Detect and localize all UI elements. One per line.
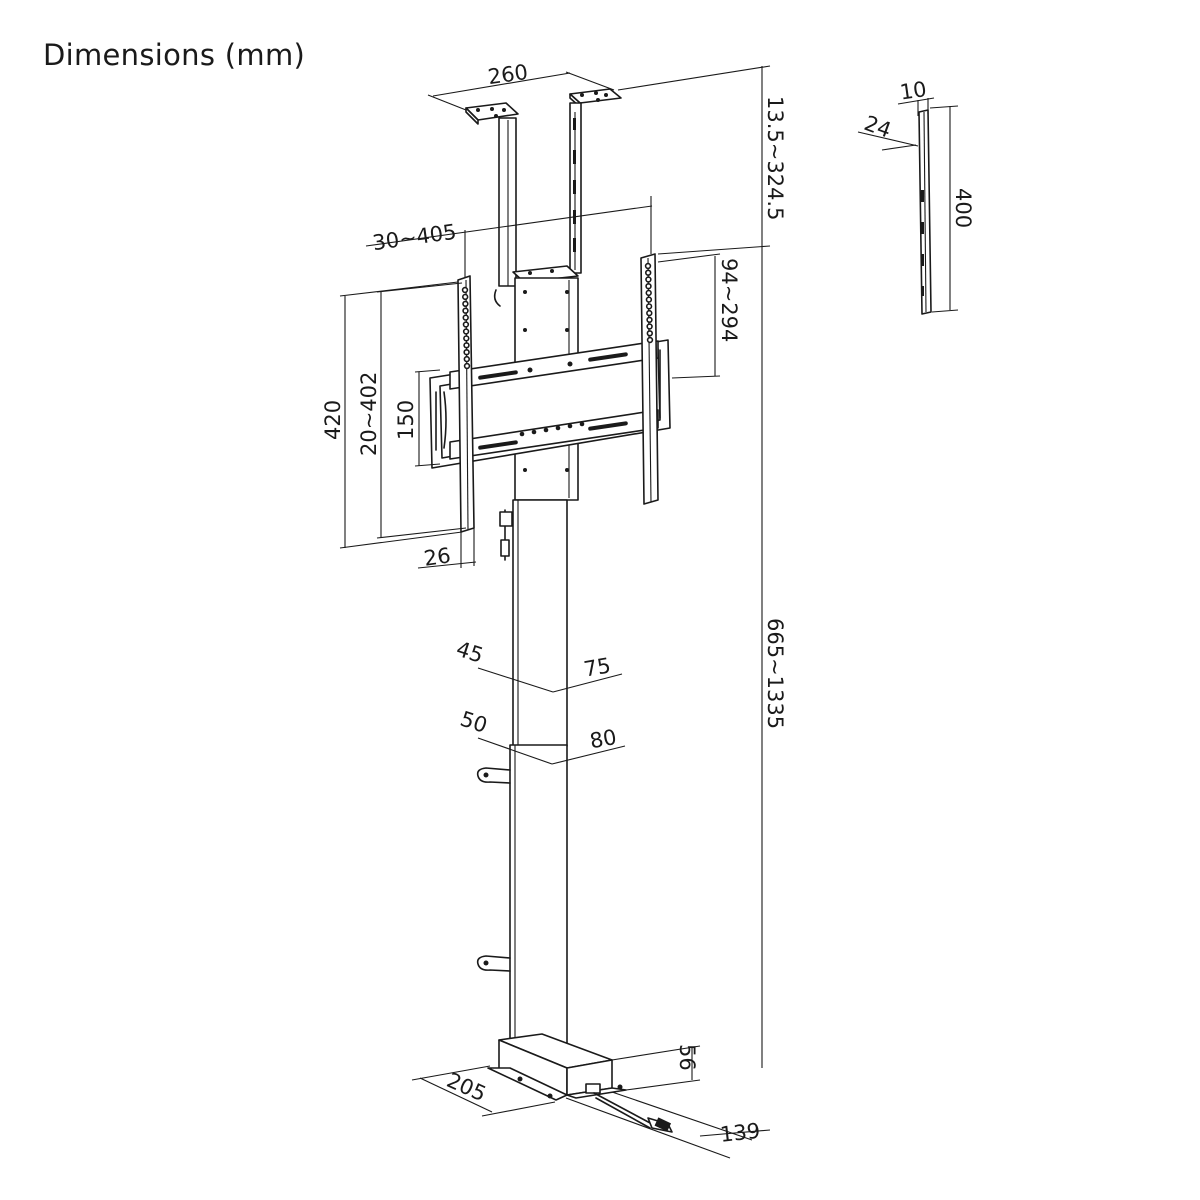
arm-hole — [646, 323, 653, 330]
dim-outer-tube-width: 80 — [588, 725, 618, 753]
arm-hole — [646, 336, 654, 344]
arm-hole — [644, 269, 652, 276]
dim-side-width: 10 — [898, 77, 928, 104]
dim-ceiling-plate-spacing: 260 — [486, 60, 529, 89]
base — [487, 1033, 673, 1133]
dimension-lines — [339, 65, 959, 1159]
arm-hole — [461, 286, 469, 294]
arm-hole — [463, 342, 470, 349]
ceiling-mount — [465, 88, 622, 287]
dim-vesa-vertical: 20~402 — [357, 372, 381, 456]
arm-hole — [644, 262, 652, 270]
arm-hole — [462, 328, 470, 335]
dim-total-height: 665~1335 — [763, 618, 787, 729]
arm-hole — [463, 362, 471, 370]
arm-hole — [463, 355, 470, 363]
arm-hole — [462, 321, 470, 328]
arm-holes — [461, 262, 654, 370]
arm-hole — [645, 283, 652, 290]
dim-arm-length: 420 — [321, 400, 345, 440]
side-profile — [918, 109, 932, 315]
dim-base-width: 139 — [719, 1119, 761, 1147]
arm-hole — [462, 293, 469, 301]
arm-hole — [463, 335, 470, 342]
dimension-labels: 260 13.5~324.5 30~405 94~294 420 20~402 … — [321, 60, 975, 1147]
dim-bracket-vertical-adjust: 94~294 — [717, 258, 741, 342]
arm-hole — [462, 314, 469, 321]
dim-inner-tube-depth: 45 — [453, 637, 486, 668]
dim-arm-width: 26 — [422, 543, 452, 570]
arm-hole — [462, 300, 469, 307]
arm-hole — [645, 276, 652, 283]
tv-bracket — [429, 253, 671, 533]
dim-base-height: 56 — [675, 1044, 699, 1071]
page-title: Dimensions (mm) — [43, 38, 306, 72]
dim-side-height: 400 — [951, 188, 975, 228]
arm-hole — [646, 316, 653, 323]
arm-hole — [645, 303, 653, 310]
dim-inner-tube-width: 75 — [582, 653, 612, 681]
dim-bracket-width: 30~405 — [371, 220, 458, 256]
arm-hole — [646, 309, 653, 317]
dim-outer-tube-depth: 50 — [457, 707, 490, 738]
arm-hole — [462, 307, 469, 314]
arm-hole — [463, 349, 470, 356]
dim-side-depth: 24 — [861, 111, 894, 143]
dim-rail-height: 150 — [394, 400, 418, 440]
dim-ceiling-extension: 13.5~324.5 — [763, 96, 787, 220]
arm-hole — [645, 296, 653, 303]
arm-hole — [645, 289, 652, 297]
arm-hole — [646, 330, 653, 337]
